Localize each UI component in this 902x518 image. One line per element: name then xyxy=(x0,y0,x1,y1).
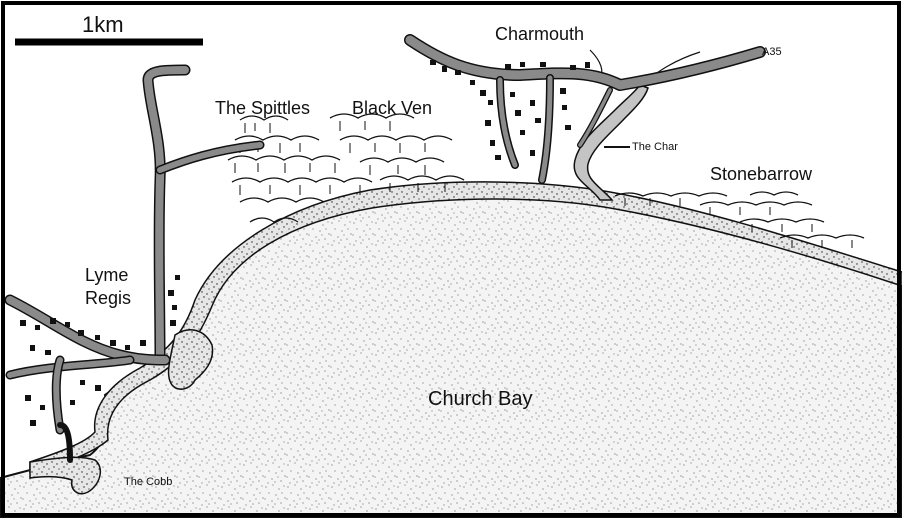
place-label-the-char: The Char xyxy=(632,141,678,153)
place-label-stonebarrow: Stonebarrow xyxy=(710,164,813,184)
the-cobb-wall xyxy=(29,456,102,495)
buildings-charmouth xyxy=(430,60,590,160)
place-label-the-cobb: The Cobb xyxy=(124,476,172,488)
roads xyxy=(4,34,766,463)
place-label-lyme: Lyme xyxy=(85,265,128,285)
place-label-regis: Regis xyxy=(85,288,131,308)
place-label-charmouth: Charmouth xyxy=(495,24,584,44)
foreshore-band xyxy=(29,181,902,473)
buildings-lyme xyxy=(20,275,180,426)
place-label-black-ven: Black Ven xyxy=(352,98,432,118)
scale-bar: 1km xyxy=(15,12,203,46)
cliff-hachures-black-ven xyxy=(227,113,465,223)
road-label-a35: A35 xyxy=(762,46,782,58)
place-label-the-spittles: The Spittles xyxy=(215,98,310,118)
cliff-hachures-stonebarrow xyxy=(614,191,865,239)
cliff-ticks-stonebarrow xyxy=(624,198,853,248)
scale-bar-label: 1km xyxy=(82,12,124,37)
place-label-church-bay: Church Bay xyxy=(428,388,533,410)
lyme-headland xyxy=(167,329,214,390)
